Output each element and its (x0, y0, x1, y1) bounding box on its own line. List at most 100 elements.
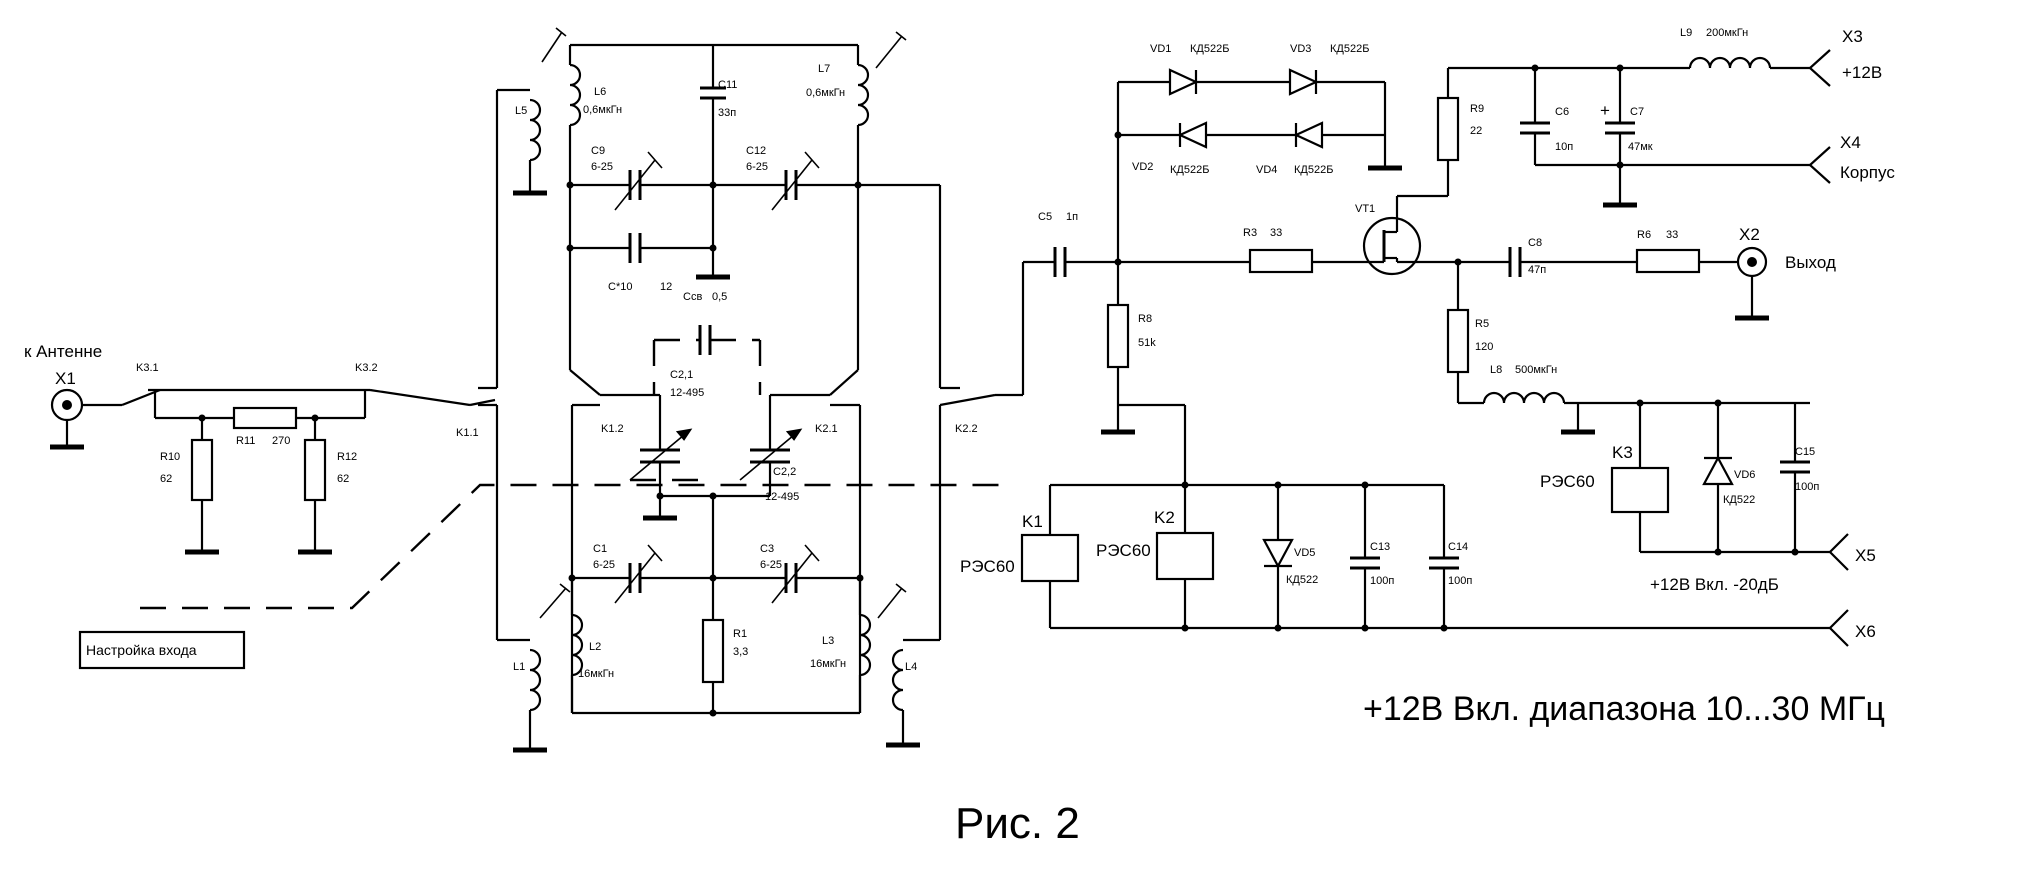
svg-text:6-25: 6-25 (760, 559, 782, 571)
svg-text:C15: C15 (1795, 446, 1815, 458)
svg-text:C1: C1 (593, 543, 607, 555)
svg-text:47п: 47п (1528, 264, 1546, 276)
svg-text:КД522Б: КД522Б (1170, 164, 1209, 176)
svg-text:+: + (1600, 101, 1610, 120)
svg-text:L6: L6 (594, 86, 606, 98)
svg-text:100п: 100п (1795, 481, 1819, 493)
coupling-and-c2: Ссв 0,5 K1.2 K2.1 C2,1 12-495 C2,2 12-49… (569, 291, 862, 713)
svg-text:КД522: КД522 (1286, 574, 1318, 586)
svg-text:РЭС60: РЭС60 (1096, 541, 1151, 560)
svg-text:51k: 51k (1138, 337, 1156, 349)
svg-text:33: 33 (1270, 227, 1282, 239)
svg-text:R9: R9 (1470, 103, 1484, 115)
svg-text:R10: R10 (160, 451, 180, 463)
svg-text:Выход: Выход (1785, 253, 1836, 272)
svg-text:12-495: 12-495 (670, 387, 704, 399)
upper-filter: L6 0,6мкГн C11 33п L7 0,6мкГн C9 6-25 C1… (541, 27, 942, 640)
svg-text:K2.2: K2.2 (955, 423, 978, 435)
svg-text:6-25: 6-25 (593, 559, 615, 571)
svg-text:6-25: 6-25 (746, 161, 768, 173)
svg-text:R8: R8 (1138, 313, 1152, 325)
svg-text:500мкГн: 500мкГн (1515, 364, 1557, 376)
svg-text:10п: 10п (1555, 141, 1573, 153)
svg-text:270: 270 (272, 435, 290, 447)
svg-text:VD2: VD2 (1132, 161, 1153, 173)
svg-text:R3: R3 (1243, 227, 1257, 239)
svg-text:L8: L8 (1490, 364, 1502, 376)
svg-text:L5: L5 (515, 105, 527, 117)
svg-text:C14: C14 (1448, 541, 1468, 553)
input-section: к Антенне X1 K3.1 R11 270 R10 62 R12 62 … (24, 342, 496, 555)
svg-text:C13: C13 (1370, 541, 1390, 553)
svg-text:+12В: +12В (1842, 63, 1882, 82)
svg-text:62: 62 (337, 473, 349, 485)
svg-text:+12В Вкл. -20дБ: +12В Вкл. -20дБ (1650, 575, 1779, 594)
svg-text:0,6мкГн: 0,6мкГн (583, 104, 622, 116)
figure-caption: Рис. 2 (955, 799, 1080, 848)
svg-text:120: 120 (1475, 341, 1493, 353)
svg-text:16мкГн: 16мкГн (578, 668, 614, 680)
antenna-label: к Антенне (24, 342, 102, 361)
k2-2-switch: K2.2 (939, 260, 1055, 435)
svg-text:C6: C6 (1555, 106, 1569, 118)
svg-text:VD3: VD3 (1290, 43, 1311, 55)
svg-text:L3: L3 (822, 635, 834, 647)
svg-text:K3.2: K3.2 (355, 362, 378, 374)
svg-text:КД522: КД522 (1723, 494, 1755, 506)
svg-text:16мкГн: 16мкГн (810, 658, 846, 670)
svg-text:L4: L4 (905, 661, 917, 673)
svg-text:L9: L9 (1680, 27, 1692, 39)
svg-text:X4: X4 (1840, 133, 1861, 152)
svg-text:X2: X2 (1739, 225, 1760, 244)
svg-text:1п: 1п (1066, 211, 1078, 223)
svg-text:100п: 100п (1370, 575, 1394, 587)
svg-text:33: 33 (1666, 229, 1678, 241)
amp-input: C5 1п VD1 КД522Б VD3 КД522Б VD2 КД522Б V… (1038, 43, 1402, 435)
svg-text:C12: C12 (746, 145, 766, 157)
svg-text:КД522Б: КД522Б (1294, 164, 1333, 176)
svg-text:C11: C11 (718, 79, 737, 91)
svg-text:КД522Б: КД522Б (1190, 43, 1229, 55)
svg-text:X6: X6 (1855, 622, 1876, 641)
svg-text:X3: X3 (1842, 27, 1863, 46)
svg-text:12-495: 12-495 (765, 491, 799, 503)
svg-text:VD1: VD1 (1150, 43, 1171, 55)
svg-text:22: 22 (1470, 125, 1482, 137)
svg-text:R5: R5 (1475, 318, 1489, 330)
svg-text:62: 62 (160, 473, 172, 485)
svg-text:X5: X5 (1855, 546, 1876, 565)
svg-text:0,5: 0,5 (712, 291, 727, 303)
svg-text:VD5: VD5 (1294, 547, 1315, 559)
svg-text:6-25: 6-25 (591, 161, 613, 173)
svg-text:K2: K2 (1154, 508, 1175, 527)
k1-1-switch: K1.1 L5 L1 (456, 88, 547, 753)
svg-text:12: 12 (660, 281, 672, 293)
svg-text:R11: R11 (236, 435, 255, 447)
svg-text:47мк: 47мк (1628, 141, 1653, 153)
tuning-label: Настройка входа (86, 642, 197, 658)
svg-text:C3: C3 (760, 543, 774, 555)
svg-text:K2.1: K2.1 (815, 423, 838, 435)
band-note: +12В Вкл. диапазона 10...30 МГц (1363, 690, 1885, 728)
svg-text:Ссв: Ссв (683, 291, 702, 303)
svg-text:100п: 100п (1448, 575, 1472, 587)
svg-text:K3: K3 (1612, 443, 1633, 462)
svg-text:C7: C7 (1630, 106, 1644, 118)
svg-text:РЭС60: РЭС60 (960, 557, 1015, 576)
svg-text:K1: K1 (1022, 512, 1043, 531)
svg-text:С*10: С*10 (608, 281, 632, 293)
svg-text:K1.2: K1.2 (601, 423, 624, 435)
svg-text:K1.1: K1.1 (456, 427, 479, 439)
svg-text:C8: C8 (1528, 237, 1542, 249)
lower-filter: C1 6-25 C3 6-25 R1 3,3 L2 16мкГн L3 16мк… (539, 496, 940, 748)
svg-text:L7: L7 (818, 63, 830, 75)
svg-text:33п: 33п (718, 107, 736, 119)
svg-text:КД522Б: КД522Б (1330, 43, 1369, 55)
svg-text:R6: R6 (1637, 229, 1651, 241)
tuning-link: Настройка входа (78, 483, 1008, 670)
svg-text:C2,2: C2,2 (773, 466, 796, 478)
svg-text:C2,1: C2,1 (670, 369, 693, 381)
svg-text:200мкГн: 200мкГн (1706, 27, 1748, 39)
svg-text:X1: X1 (55, 369, 76, 388)
